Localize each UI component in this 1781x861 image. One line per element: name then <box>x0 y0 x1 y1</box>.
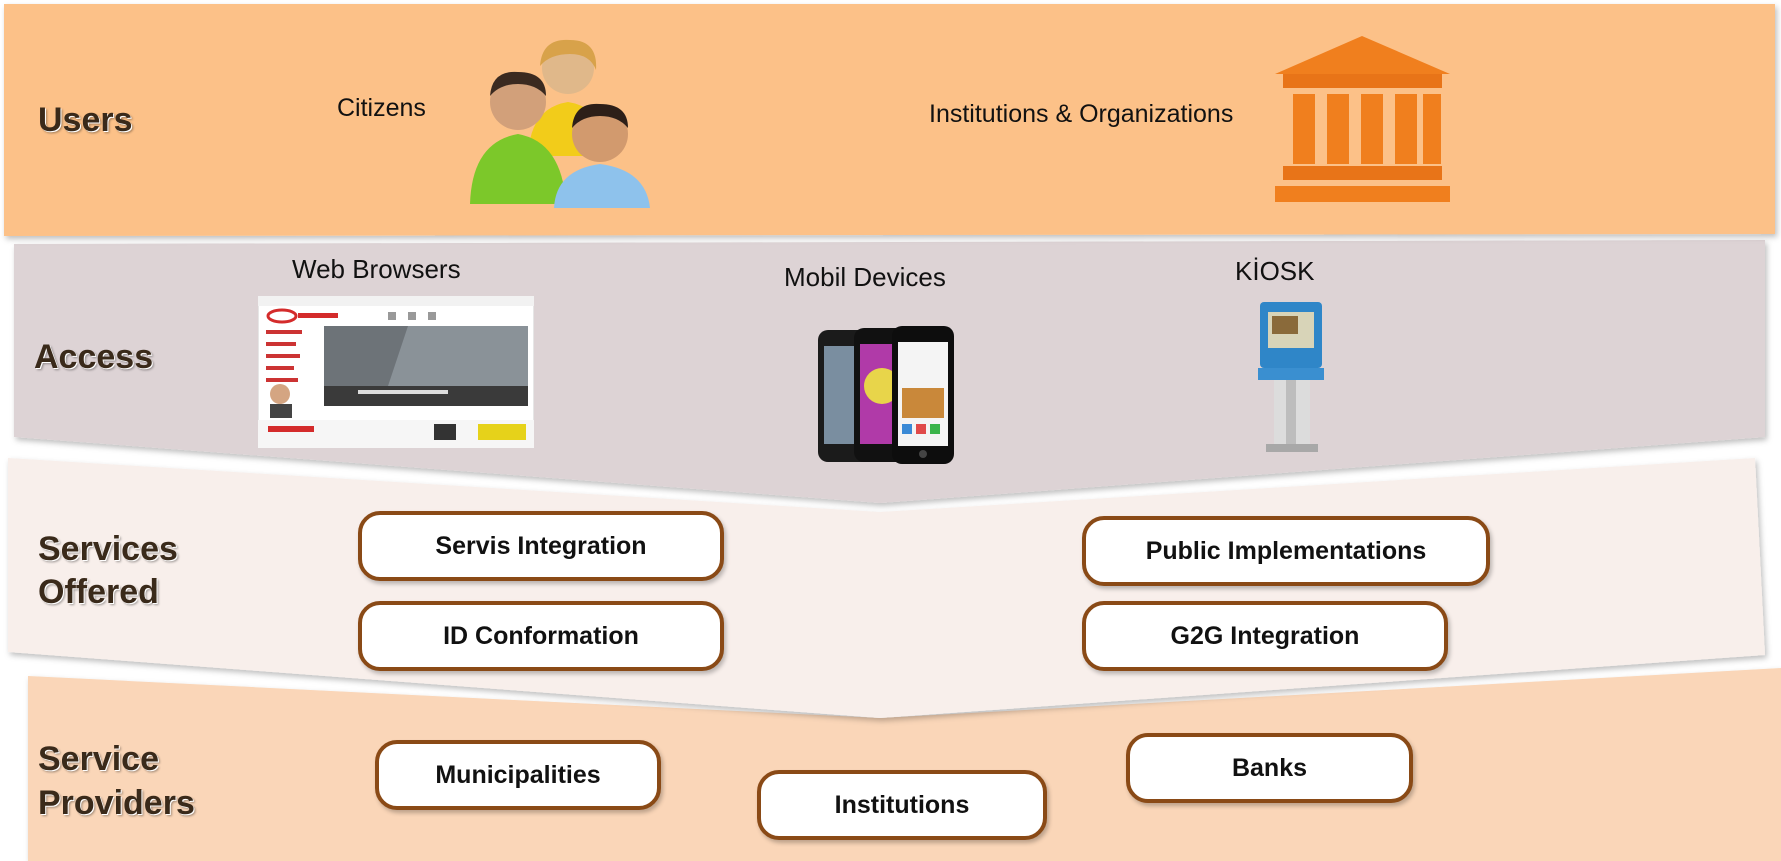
people-group-icon <box>470 39 650 208</box>
servis-integration-box: Servis Integration <box>358 511 724 581</box>
kiosk-terminal-icon <box>1258 302 1324 452</box>
municipalities-box: Municipalities <box>375 740 661 810</box>
services-section-title-line1: Services <box>38 530 178 568</box>
institutions-box: Institutions <box>757 770 1047 840</box>
web-browser-screenshot <box>258 296 534 448</box>
services-section-title-line2: Offered <box>38 573 159 611</box>
smartphones-icon <box>818 326 954 464</box>
institutions-organizations-label: Institutions & Organizations <box>929 100 1234 128</box>
id-conformation-box: ID Conformation <box>358 601 724 671</box>
public-implementations-box: Public Implementations <box>1082 516 1490 586</box>
kiosk-label: KİOSK <box>1235 256 1315 286</box>
users-section-title: Users <box>38 101 133 139</box>
providers-section-title-line2: Providers <box>38 784 195 822</box>
citizens-label: Citizens <box>337 94 426 122</box>
users-band <box>4 4 1775 236</box>
providers-section-title-line1: Service <box>38 740 159 778</box>
banks-box: Banks <box>1126 733 1413 803</box>
g2g-integration-box: G2G Integration <box>1082 601 1448 671</box>
providers-band <box>28 668 1781 861</box>
government-building-icon <box>1275 36 1450 202</box>
access-section-title: Access <box>34 338 154 376</box>
mobil-devices-label: Mobil Devices <box>784 262 946 292</box>
web-browsers-label: Web Browsers <box>292 254 461 284</box>
